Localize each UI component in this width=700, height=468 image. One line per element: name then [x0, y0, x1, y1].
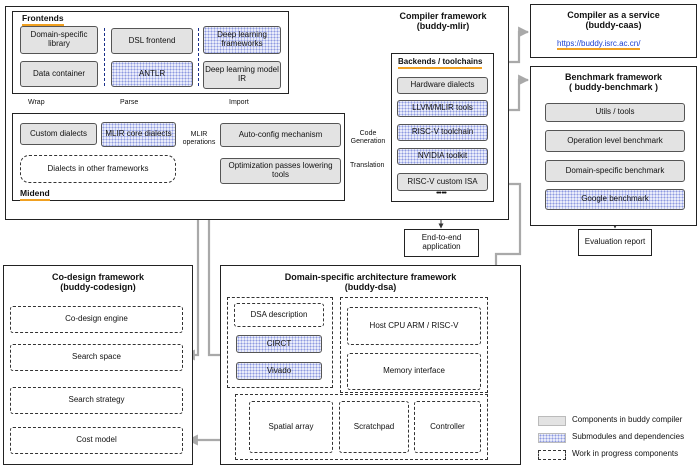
- search-strategy: Search strategy: [10, 387, 183, 414]
- spatial-array: Spatial array: [249, 401, 333, 453]
- controller: Controller: [414, 401, 481, 453]
- backends-label: Backends / toolchains: [398, 57, 483, 69]
- end-to-end-application: End-to-end application: [404, 229, 479, 257]
- frontends-label: Frontends: [22, 13, 64, 26]
- circt: CIRCT: [236, 335, 322, 353]
- midend-label: Midend: [20, 188, 50, 201]
- auto-config-mechanism: Auto-config mechanism: [220, 123, 341, 147]
- backend-nvidia-toolkit: NVIDIA toolkit: [397, 148, 488, 165]
- evaluation-report: Evaluation report: [578, 229, 652, 256]
- wrap-label: Wrap: [28, 99, 45, 106]
- import-label: Import: [229, 99, 249, 106]
- codesign-engine: Co-design engine: [10, 306, 183, 333]
- optimization-passes: Optimization passes lowering tools: [220, 158, 341, 184]
- frontends-divider-1: [104, 28, 105, 86]
- dialects-in-other-frameworks: Dialects in other frameworks: [20, 155, 176, 183]
- search-space: Search space: [10, 344, 183, 371]
- dsa-tools-group: [227, 297, 333, 388]
- translation-label: Translation: [350, 162, 385, 169]
- host-cpu: Host CPU ARM / RISC-V: [347, 307, 481, 345]
- mlir-operations-label: MLIR operations: [182, 131, 216, 146]
- cost-model: Cost model: [10, 427, 183, 454]
- backend-llvm-mlir-tools: LLVM/MLIR tools: [397, 100, 488, 117]
- memory-interface: Memory interface: [347, 353, 481, 390]
- benchmark-google: Google benchmark: [545, 189, 685, 210]
- backends-more: ••• •••: [436, 190, 447, 197]
- legend-swatch-wip: [538, 450, 566, 460]
- legend-swatch-submodules: [538, 433, 566, 443]
- dsa-hardware-group: [340, 297, 488, 393]
- dl-frameworks: Deep learning frameworks: [203, 26, 281, 54]
- domain-specific-library: Domain-specific library: [20, 26, 98, 54]
- vivado: Vivado: [236, 362, 322, 380]
- dsa-description: DSA description: [234, 303, 324, 327]
- caas-title: Compiler as a service (buddy-caas): [567, 10, 660, 31]
- antlr: ANTLR: [111, 61, 193, 87]
- mlir-core-dialects: MLIR core dialects: [101, 122, 176, 147]
- dsl-frontend: DSL frontend: [111, 28, 193, 54]
- backend-riscv-toolchain: RISC-V toolchain: [397, 124, 488, 141]
- data-container: Data container: [20, 61, 98, 87]
- benchmark-operation-level: Operation level benchmark: [545, 130, 685, 152]
- parse-label: Parse: [120, 99, 139, 106]
- code-generation-label: Code Generation: [350, 130, 386, 145]
- frontends-divider-2: [198, 28, 199, 86]
- scratchpad: Scratchpad: [339, 401, 409, 453]
- benchmark-title: Benchmark framework ( buddy-benchmark ): [564, 72, 663, 93]
- benchmark-domain-specific: Domain-specific benchmark: [545, 160, 685, 182]
- benchmark-utils-tools: Utils / tools: [545, 103, 685, 122]
- codesign-title: Co-design framework (buddy-codesign): [51, 272, 145, 293]
- legend-swatch-components: [538, 416, 566, 426]
- dsa-accelerator-group: [235, 394, 488, 460]
- custom-dialects: Custom dialects: [20, 123, 97, 145]
- dsa-title: Domain-specific architecture framework (…: [284, 272, 457, 293]
- compiler-framework-title: Compiler framework (buddy-mlir): [399, 11, 487, 32]
- backend-hardware-dialects: Hardware dialects: [397, 77, 488, 94]
- dl-model-ir: Deep learning model IR: [203, 61, 281, 89]
- legend-label-submodules: Submodules and dependencies: [572, 432, 685, 441]
- caas-url-link[interactable]: https://buddy.isrc.ac.cn/: [557, 39, 641, 50]
- legend-label-components: Components in buddy compiler: [572, 415, 683, 424]
- legend-label-wip: Work in progress components: [572, 449, 679, 458]
- backend-riscv-custom-isa: RISC-V custom ISA: [397, 173, 488, 191]
